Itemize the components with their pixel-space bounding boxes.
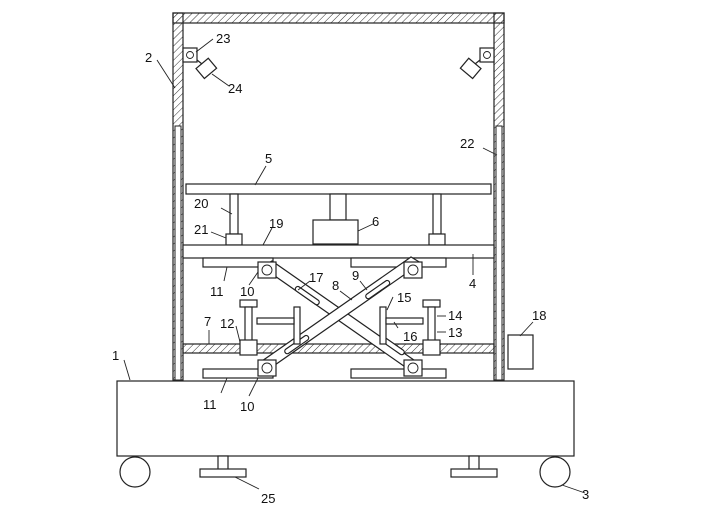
label-9: 9 xyxy=(352,268,359,283)
base-body xyxy=(116,380,575,457)
label-24: 24 xyxy=(228,81,242,96)
hinge-blocks xyxy=(257,261,423,377)
label-11-upper: 11 xyxy=(210,284,224,299)
housing-walls xyxy=(172,12,505,381)
guide-rods xyxy=(225,193,446,246)
top-plate xyxy=(185,183,492,195)
right-support-foot xyxy=(450,455,498,478)
label-18: 18 xyxy=(532,308,546,323)
label-14: 14 xyxy=(448,308,462,323)
label-17: 17 xyxy=(309,270,323,285)
label-12: 12 xyxy=(220,316,234,331)
left-support-foot xyxy=(199,455,247,478)
label-13: 13 xyxy=(448,325,462,340)
label-10-upper: 10 xyxy=(240,284,254,299)
left-wheel xyxy=(119,456,151,488)
motor xyxy=(312,193,359,245)
right-camera xyxy=(459,47,495,80)
label-1: 1 xyxy=(112,348,119,363)
left-camera xyxy=(182,47,218,80)
right-adjuster xyxy=(385,299,441,356)
label-19: 19 xyxy=(269,216,283,231)
label-22: 22 xyxy=(460,136,474,151)
right-wheel xyxy=(539,456,571,488)
bottom-plate xyxy=(182,343,495,354)
label-3: 3 xyxy=(582,487,589,502)
middle-plate xyxy=(182,244,495,259)
left-adjuster xyxy=(239,299,295,356)
label-6: 6 xyxy=(372,214,379,229)
label-23: 23 xyxy=(216,31,230,46)
label-2: 2 xyxy=(145,50,152,65)
leader-lines xyxy=(123,38,586,494)
label-11-lower: 11 xyxy=(203,397,217,412)
label-4: 4 xyxy=(469,276,476,291)
label-8: 8 xyxy=(332,278,339,293)
label-10-lower: 10 xyxy=(240,399,254,414)
part-labels: 1 2 3 4 5 6 7 8 9 10 10 11 11 12 13 14 1… xyxy=(112,31,589,506)
label-15: 15 xyxy=(397,290,411,305)
label-25: 25 xyxy=(261,491,275,506)
scissor-arms xyxy=(260,256,423,372)
label-16: 16 xyxy=(403,329,417,344)
vertical-struts xyxy=(293,306,387,345)
label-5: 5 xyxy=(265,151,272,166)
label-21: 21 xyxy=(194,222,208,237)
label-20: 20 xyxy=(194,196,208,211)
control-box xyxy=(507,334,534,370)
label-7: 7 xyxy=(204,314,211,329)
